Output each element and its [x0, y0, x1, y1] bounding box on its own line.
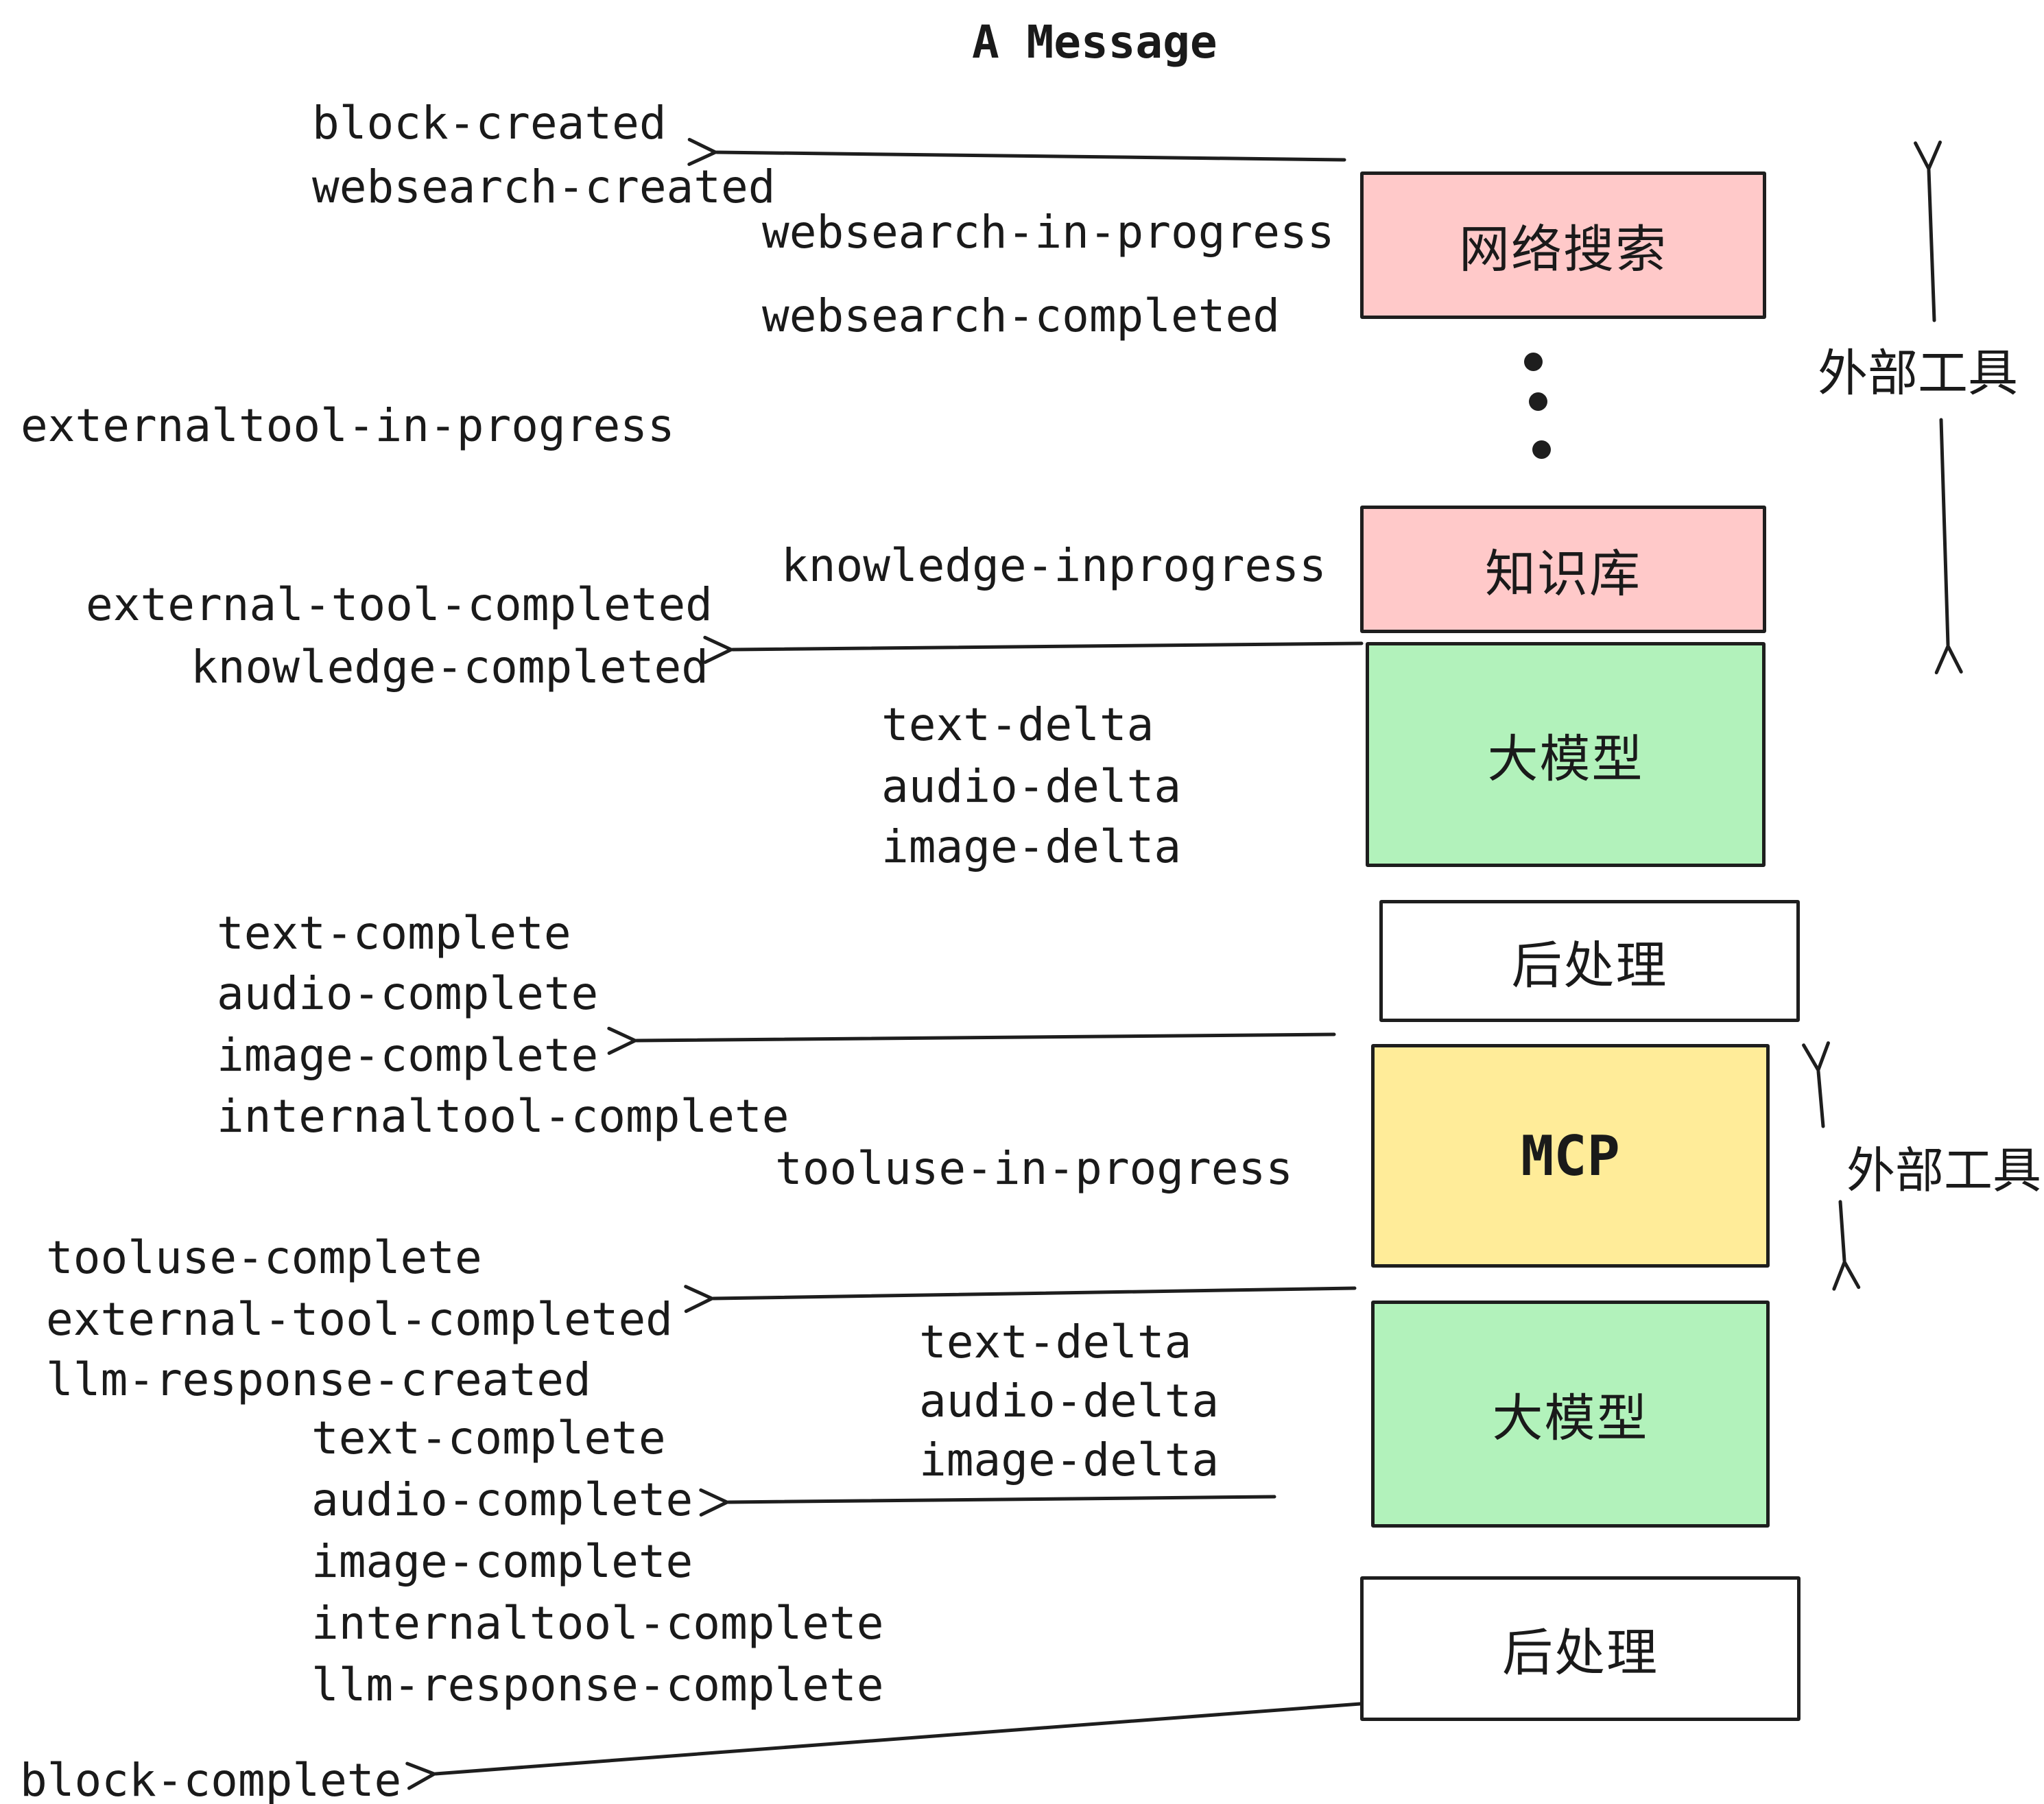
event-image-complete-2: image-complete [311, 1535, 693, 1588]
event-llm-response-created: llm-response-created [46, 1353, 591, 1406]
event-audio-delta-1: audio-delta [881, 760, 1182, 813]
event-tooluse-in-progress: tooluse-in-progress [775, 1142, 1293, 1195]
event-text-complete-2: text-complete [311, 1412, 666, 1464]
ellipsis-dot [1529, 392, 1547, 411]
event-image-delta-2: image-delta [919, 1434, 1220, 1486]
event-internaltool-complete-2: internaltool-complete [311, 1597, 884, 1650]
event-external-tool-completed-2: external-tool-completed [46, 1293, 673, 1346]
ellipsis-dot [1532, 440, 1551, 459]
arrow-to-websearch-created [687, 138, 1346, 167]
event-websearch-in-progress: websearch-in-progress [762, 206, 1335, 259]
event-audio-complete-1: audio-complete [217, 967, 599, 1020]
event-knowledge-completed: knowledge-completed [191, 641, 709, 693]
event-text-delta-1: text-delta [881, 698, 1154, 751]
event-llm-response-complete: llm-response-complete [311, 1659, 884, 1711]
event-block-complete: block-complete [20, 1754, 402, 1804]
arrow-to-knowledge-completed [703, 635, 1364, 664]
event-knowledge-inprogress: knowledge-inprogress [781, 539, 1327, 592]
arrow-to-block-complete [405, 1702, 1362, 1790]
box-websearch-label: 网络搜索 [1459, 221, 1667, 278]
box-llm-1-label: 大模型 [1487, 730, 1644, 787]
event-websearch-created: websearch-created [312, 161, 776, 213]
mcp-external-up-arrow [1802, 1041, 1830, 1128]
box-postprocess-1: 后处理 [1379, 900, 1800, 1022]
box-mcp: MCP [1371, 1044, 1770, 1268]
arrow-to-external-tool-completed [684, 1285, 1357, 1314]
arrow-to-audio-complete [699, 1488, 1276, 1517]
external-tools-label-mcp: 外部工具 [1846, 1144, 2042, 1198]
box-websearch: 网络搜索 [1360, 171, 1766, 319]
box-llm-1: 大模型 [1366, 642, 1766, 867]
box-knowledge: 知识库 [1360, 506, 1766, 633]
event-text-delta-2: text-delta [919, 1316, 1192, 1368]
box-mcp-label: MCP [1521, 1124, 1620, 1188]
event-external-tool-completed-1: external-tool-completed [86, 578, 713, 631]
box-llm-2: 大模型 [1371, 1301, 1770, 1528]
mcp-external-down-arrow [1832, 1200, 1861, 1291]
box-knowledge-label: 知识库 [1485, 545, 1641, 602]
event-externaltool-in-progress: externaltool-in-progress [21, 399, 675, 452]
external-tools-up-arrow [1914, 140, 1942, 322]
external-tools-down-arrow [1934, 418, 1963, 675]
box-llm-2-label: 大模型 [1492, 1390, 1649, 1447]
diagram-title: A Message [972, 16, 1217, 69]
event-image-complete-1: image-complete [217, 1029, 599, 1082]
event-audio-delta-2: audio-delta [919, 1375, 1220, 1427]
ellipsis-dot [1524, 353, 1543, 371]
event-text-complete-1: text-complete [217, 907, 571, 960]
external-tools-label-top: 外部工具 [1818, 346, 2018, 401]
box-postprocess-2-label: 后处理 [1502, 1624, 1659, 1681]
event-audio-complete-2: audio-complete [311, 1473, 693, 1526]
box-postprocess-1-label: 后处理 [1511, 936, 1668, 994]
event-block-created: block-created [312, 97, 667, 150]
event-image-delta-1: image-delta [881, 820, 1182, 873]
box-postprocess-2: 后处理 [1360, 1576, 1801, 1721]
event-websearch-completed: websearch-completed [762, 289, 1280, 342]
arrow-to-image-complete [607, 1026, 1336, 1055]
event-tooluse-complete: tooluse-complete [46, 1231, 482, 1284]
event-internaltool-complete-1: internaltool-complete [217, 1090, 789, 1143]
